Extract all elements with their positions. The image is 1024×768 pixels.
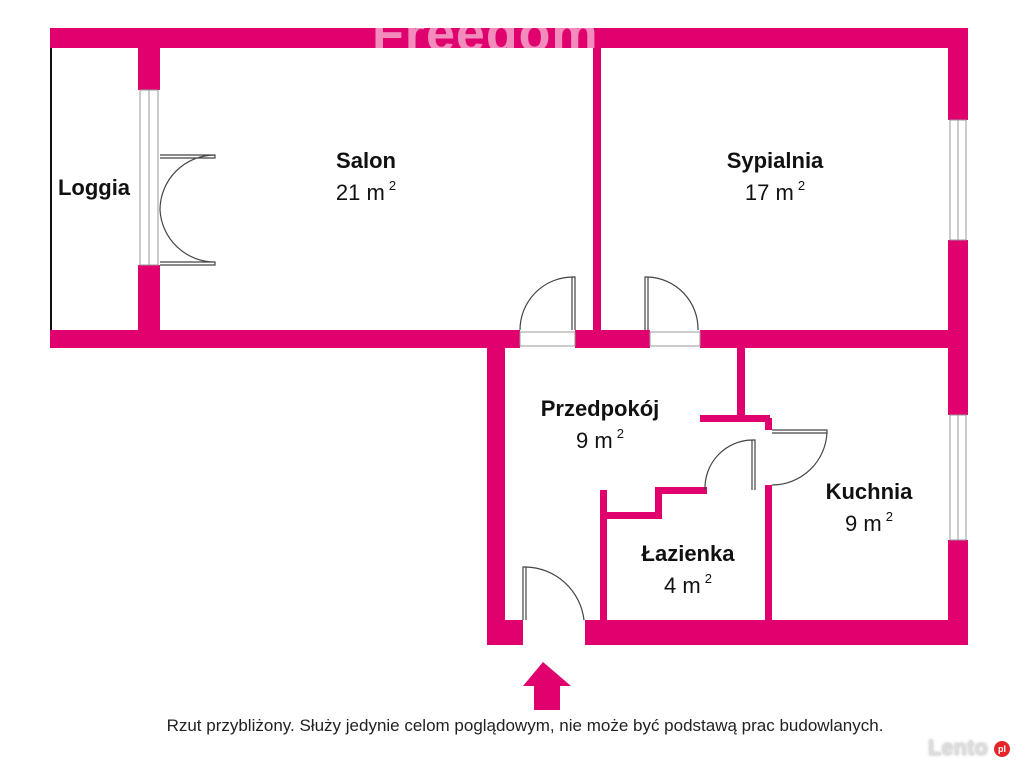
walls: [50, 28, 968, 645]
windows: [139, 89, 967, 541]
room-name: Salon: [336, 148, 396, 173]
disclaimer-note: Rzut przybliżony. Służy jedynie celom po…: [166, 716, 884, 735]
entrance-arrow-icon: [523, 662, 571, 710]
room-name: Loggia: [57, 175, 131, 200]
room-name: Kuchnia: [825, 479, 913, 504]
lento-logo: Lento pl: [928, 735, 1011, 761]
watermark-logo: Freedom: [372, 8, 599, 48]
room-name: Sypialnia: [726, 148, 824, 173]
room-name: Łazienka: [641, 541, 735, 566]
doors: [159, 154, 828, 621]
room-name: Przedpokój: [540, 396, 660, 421]
room-loggia: Loggia: [58, 175, 130, 201]
